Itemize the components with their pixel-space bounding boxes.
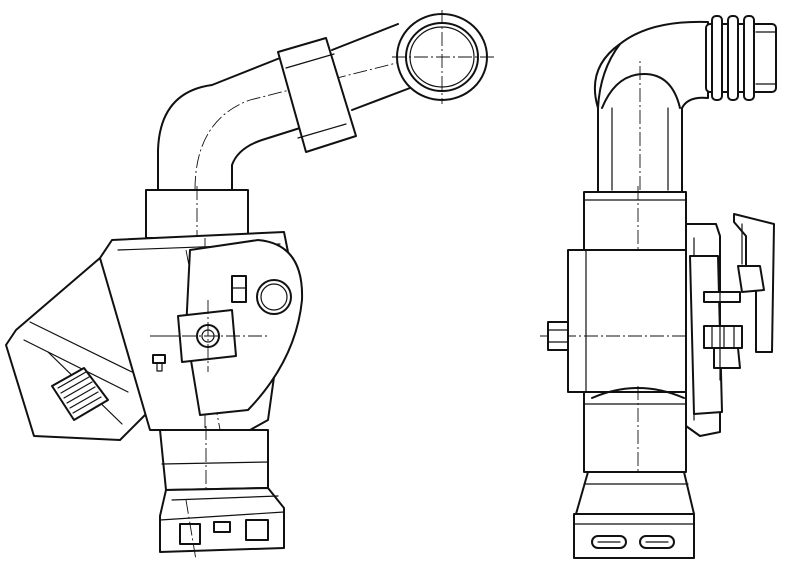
front-pipe-elbow [593, 20, 709, 193]
side-grip-slots [51, 367, 109, 421]
side-pipe-end-ring [392, 10, 494, 104]
side-collar [145, 186, 249, 242]
side-pipe-clamp [277, 37, 357, 153]
front-skirt-slots [591, 535, 675, 549]
side-nozzle-skirt [159, 487, 285, 561]
front-latch-lever [733, 213, 775, 353]
front-collar [583, 186, 687, 256]
side-pipe-elbow [157, 23, 441, 191]
front-view [540, 15, 777, 559]
side-flange-plate [160, 300, 268, 372]
front-nozzle-skirt [573, 471, 695, 559]
front-shaft-stub [547, 321, 569, 351]
front-pipe-end-ribs [705, 15, 777, 101]
side-lower-sleeve [159, 426, 269, 498]
front-bracket-plates [685, 223, 743, 437]
side-slot-tab [152, 354, 166, 372]
front-lower-sleeve [583, 386, 687, 478]
side-view [5, 10, 494, 561]
side-pivot-disc [185, 239, 304, 416]
